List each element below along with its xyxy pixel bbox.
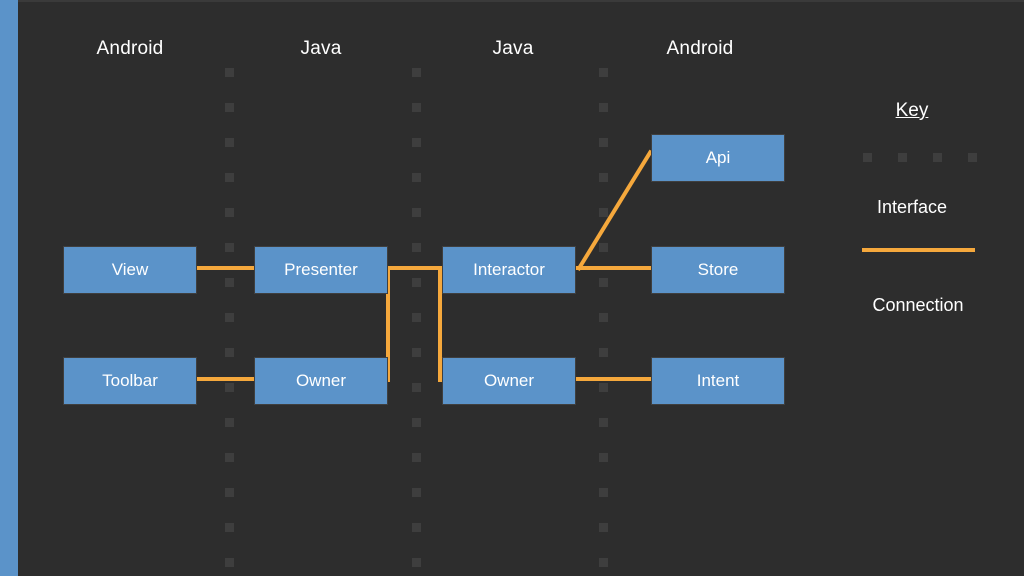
node-owner_left[interactable]: Owner [254, 357, 388, 405]
key-interface-dot [898, 153, 907, 162]
interface-dot [599, 488, 608, 497]
left-accent-bar [0, 0, 18, 576]
interface-dot [225, 558, 234, 567]
column-header-0: Android [96, 38, 164, 59]
interface-dot [412, 173, 421, 182]
interface-dot [412, 418, 421, 427]
connection-toolbar-ownerleft [197, 377, 254, 381]
interface-dot [599, 453, 608, 462]
interface-dot [225, 348, 234, 357]
connection-presenter-ownermid-right [438, 268, 442, 382]
interface-dot [225, 523, 234, 532]
interface-dot [225, 103, 234, 112]
interface-dot [412, 103, 421, 112]
interface-dot [599, 313, 608, 322]
connection-presenter-ownermid-top [388, 266, 444, 270]
interface-dot [599, 558, 608, 567]
interface-dot [599, 278, 608, 287]
interface-dot [412, 243, 421, 252]
interface-dot [225, 418, 234, 427]
key-interface-label: Interface [876, 197, 948, 217]
node-label: Toolbar [102, 371, 158, 390]
top-divider [0, 0, 1024, 2]
column-header-1: Java [300, 38, 342, 59]
interface-dot [225, 453, 234, 462]
column-header-2: Java [492, 38, 534, 59]
interface-dot [599, 523, 608, 532]
interface-dot [412, 313, 421, 322]
interface-dot [225, 208, 234, 217]
connection-view-presenter [197, 266, 254, 270]
interface-dot [599, 348, 608, 357]
column-header-3: Android [666, 38, 734, 59]
connection-interactor-store [576, 266, 651, 270]
node-intent[interactable]: Intent [651, 357, 785, 405]
connection-interactor-api [576, 149, 653, 272]
interface-dot [599, 383, 608, 392]
interface-dot [412, 523, 421, 532]
key-connection-line [862, 248, 975, 252]
key-title: Key [895, 100, 929, 121]
node-label: Store [697, 260, 739, 279]
interface-dot [599, 208, 608, 217]
node-label: Api [705, 148, 731, 167]
interface-dot [412, 383, 421, 392]
key-interface-dot [933, 153, 942, 162]
node-owner_mid[interactable]: Owner [442, 357, 576, 405]
node-store[interactable]: Store [651, 246, 785, 294]
interface-dot [412, 488, 421, 497]
interface-dot [599, 68, 608, 77]
interface-dot [412, 278, 421, 287]
node-label: Presenter [284, 260, 358, 279]
interface-column-2 [599, 0, 608, 576]
interface-column-1 [412, 0, 421, 576]
interface-dot [412, 348, 421, 357]
interface-dot [225, 278, 234, 287]
node-label: View [111, 260, 149, 279]
node-view[interactable]: View [63, 246, 197, 294]
interface-dot [225, 173, 234, 182]
interface-dot [599, 103, 608, 112]
interface-dot [599, 418, 608, 427]
interface-dot [412, 138, 421, 147]
node-toolbar[interactable]: Toolbar [63, 357, 197, 405]
connection-ownermid-intent [576, 377, 651, 381]
interface-dot [225, 68, 234, 77]
interface-dot [225, 313, 234, 322]
key-interface-dot [968, 153, 977, 162]
interface-dot [412, 558, 421, 567]
interface-dot [225, 138, 234, 147]
interface-dot [225, 383, 234, 392]
interface-dot [412, 453, 421, 462]
node-api[interactable]: Api [651, 134, 785, 182]
node-label: Owner [295, 371, 347, 390]
interface-column-0 [225, 0, 234, 576]
interface-dot [599, 243, 608, 252]
interface-dot [599, 138, 608, 147]
interface-dot [225, 243, 234, 252]
node-label: Interactor [473, 260, 545, 279]
node-label: Owner [483, 371, 535, 390]
interface-dot [225, 488, 234, 497]
interface-dot [599, 173, 608, 182]
node-presenter[interactable]: Presenter [254, 246, 388, 294]
key-connection-label: Connection [872, 295, 964, 315]
node-label: Intent [696, 371, 740, 390]
node-interactor[interactable]: Interactor [442, 246, 576, 294]
connection-presenter-ownermid-left [386, 268, 390, 382]
key-interface-dot [863, 153, 872, 162]
interface-dot [412, 208, 421, 217]
interface-dot [412, 68, 421, 77]
